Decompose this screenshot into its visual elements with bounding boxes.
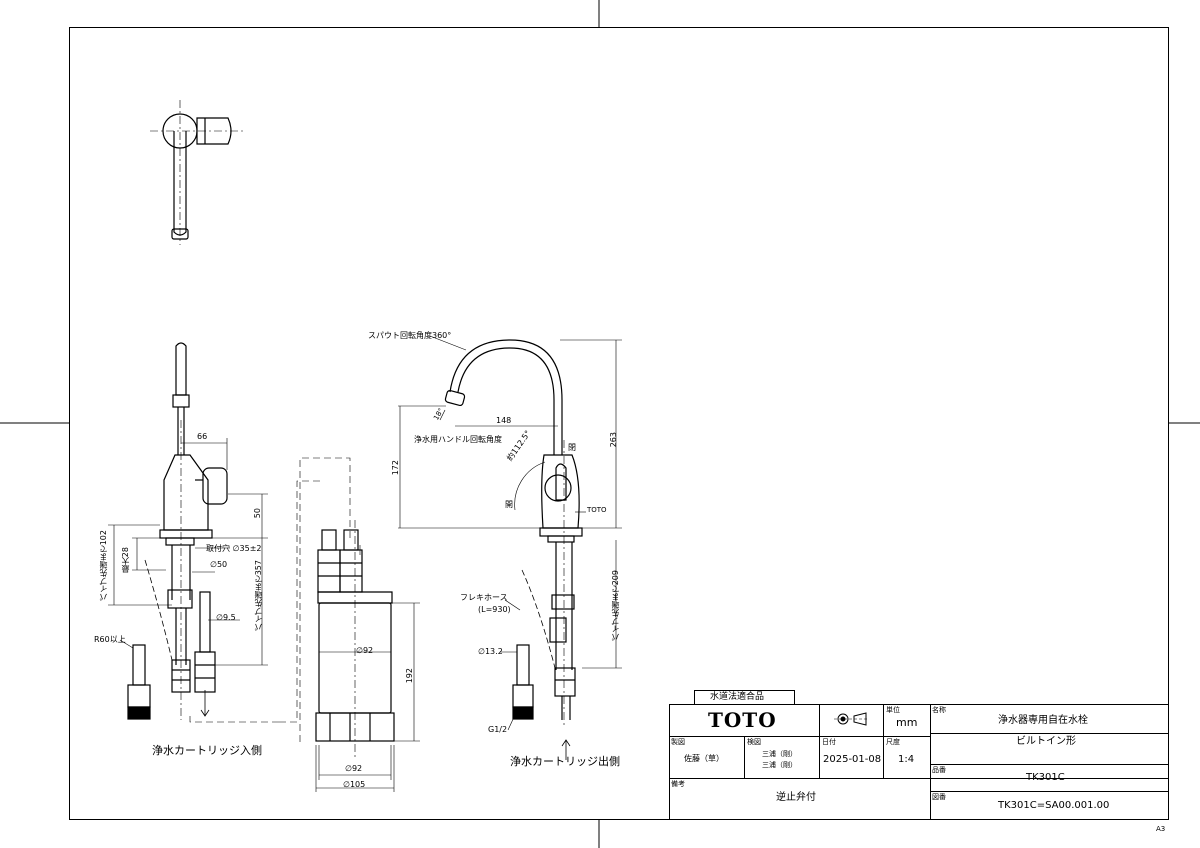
title-row-line [930,764,1169,765]
name-label: 名称 [932,706,946,714]
sheet-size: A3 [1156,825,1166,833]
thread-g12-label: G1/2 [488,725,508,734]
title-col-line [930,704,931,820]
checked-label: 検図 [747,738,761,746]
scale-value: 1:4 [898,754,915,765]
open-label: 開 [505,500,513,509]
closed-label: 閉 [568,443,576,452]
title-row-line [930,791,1169,792]
front-dimensions [108,438,268,666]
dim-d92b: ∅92 [345,764,363,773]
dim-hole: 取付穴 ∅35±2 [206,544,262,553]
inlet-caption: 浄水カートリッジ入側 [152,744,262,757]
hose-label: フレキホース [460,593,508,602]
title-row-line [669,736,930,737]
dim-263: 263 [609,432,618,448]
caption-arrows [200,690,571,760]
title-col-line [819,704,820,778]
dim-192: 192 [405,668,414,684]
outlet-caption: 浄水カートリッジ出側 [510,755,620,768]
part-label: 品番 [932,766,946,774]
water-approval-label: 水道法適合品 [710,692,765,702]
dim-d92: ∅92 [356,646,374,655]
checked-by-2: 三浦（剛） [762,761,797,769]
spout-rotation-label: スパウト回転角度360° [368,331,452,340]
front-view [127,342,228,720]
drawn-label: 製図 [671,738,685,746]
cartridge-dimensions [315,545,420,792]
dim-r60: R60以上 [94,635,126,644]
dim-pipe357: パイプ先端まで357 [254,560,263,632]
drawing-number-label: 図番 [932,793,946,801]
dim-50: 50 [253,508,262,519]
product-name: 浄水器専用自在水栓 [998,715,1088,726]
projection-symbol-icon [834,712,869,726]
dim-148: 148 [496,416,512,425]
handle-rotation-label: 浄水用ハンドル回転角度 [414,435,502,444]
sheet-frame [69,27,1169,820]
title-block [669,704,1169,820]
title-col-line [883,704,884,778]
drawing-number: TK301C=SA00.001.00 [998,800,1110,811]
checked-by-1: 三浦（剛） [762,750,797,758]
title-row-line [669,778,1169,779]
notes-value: 逆止弁付 [776,792,816,803]
dim-66: 66 [197,432,208,441]
dim-d50: ∅50 [210,560,228,569]
dim-pipe209: パイプ先端まで209 [611,570,620,642]
dim-pipe102: パイプ先端まで102 [99,530,108,602]
top-view [150,100,246,245]
date-value: 2025-01-08 [823,754,882,765]
side-dimensions [398,335,622,731]
hose-length-label: (L=930) [478,605,511,614]
drawn-by: 佐藤（草） [684,754,724,763]
part-number: TK301C [1026,772,1065,783]
dim-d105: ∅105 [343,780,366,789]
side-view [444,339,583,725]
scale-label: 尺度 [886,738,900,746]
title-col-line [744,736,745,778]
product-type: ビルトイン形 [1016,736,1076,747]
unit-value: mm [896,716,918,729]
cartridge [315,520,395,760]
notes-label: 備考 [671,780,685,788]
dim-max28: 最大28 [121,547,130,574]
unit-label: 単位 [886,706,900,714]
dim-d9-5: ∅9.5 [216,613,236,622]
brand-logo: TOTO [708,708,777,732]
dim-172: 172 [391,460,400,476]
cabinet-outlines [189,457,351,742]
dim-d13-2: ∅13.2 [478,647,503,656]
toto-mark-label: TOTO [587,506,607,514]
date-label: 日付 [822,738,836,746]
title-row-line [930,733,1169,734]
